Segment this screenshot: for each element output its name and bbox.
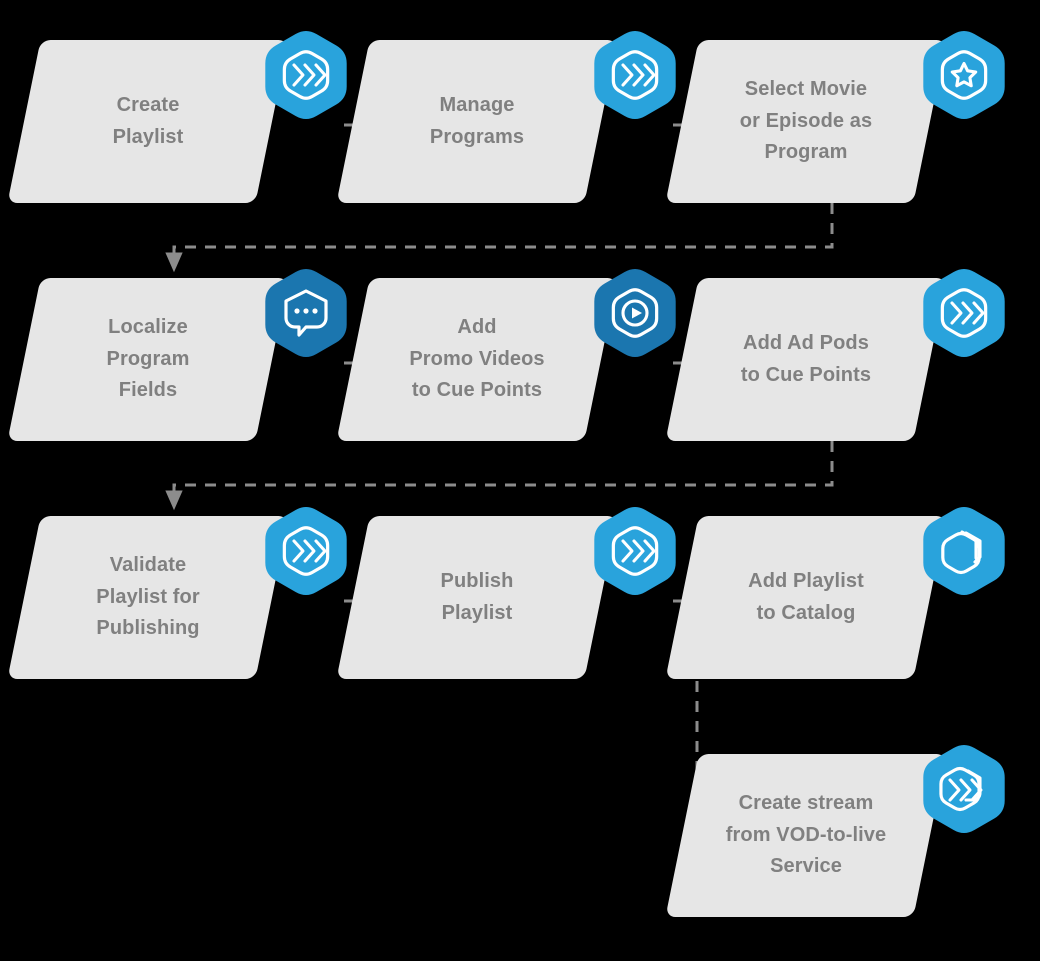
step-create-stream-vod[interactable]: Create stream from VOD-to-live Service bbox=[665, 754, 947, 917]
step-add-ad-pods[interactable]: Add Ad Pods to Cue Points bbox=[665, 278, 947, 441]
step-select-movie-episode[interactable]: Select Movie or Episode as Program bbox=[665, 40, 947, 203]
step-add-promo-videos[interactable]: Add Promo Videos to Cue Points bbox=[336, 278, 618, 441]
step-publish-playlist[interactable]: Publish Playlist bbox=[336, 516, 618, 679]
step-label: Select Movie or Episode as Program bbox=[739, 78, 873, 164]
step-label: Localize Program Fields bbox=[106, 316, 190, 402]
step-label: Publish Playlist bbox=[440, 569, 514, 624]
step-manage-programs[interactable]: Manage Programs bbox=[336, 40, 618, 203]
step-add-playlist-catalog[interactable]: Add Playlist to Catalog bbox=[665, 516, 947, 679]
connector-select-to-localize bbox=[162, 203, 844, 292]
step-label: Add Playlist to Catalog bbox=[748, 569, 864, 624]
step-localize-program-fields[interactable]: Localize Program Fields bbox=[7, 278, 289, 441]
step-label: Validate Playlist for Publishing bbox=[96, 554, 200, 640]
step-label: Manage Programs bbox=[429, 93, 525, 148]
step-label: Create stream from VOD-to-live Service bbox=[725, 792, 887, 878]
step-label: Add Promo Videos to Cue Points bbox=[409, 316, 545, 402]
step-label: Create Playlist bbox=[112, 93, 184, 148]
step-create-playlist[interactable]: Create Playlist bbox=[7, 40, 289, 203]
connector-adpods-to-validate bbox=[162, 441, 844, 530]
step-label: Add Ad Pods to Cue Points bbox=[740, 331, 872, 386]
step-validate-playlist[interactable]: Validate Playlist for Publishing bbox=[7, 516, 289, 679]
